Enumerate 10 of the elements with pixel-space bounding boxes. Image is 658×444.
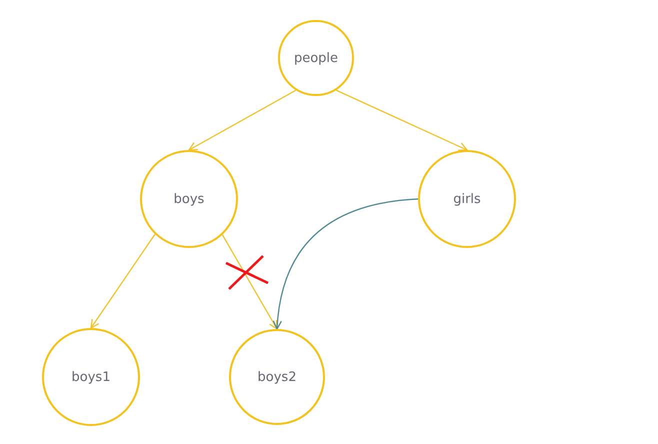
arrow — [188, 90, 296, 151]
node-label: boys2 — [258, 370, 296, 384]
arrow — [90, 234, 156, 329]
arrow — [273, 198, 418, 330]
arrow — [336, 90, 468, 151]
node-label: girls — [453, 192, 481, 206]
node-label: boys1 — [72, 370, 110, 384]
node-label: people — [294, 50, 338, 66]
arrow — [222, 234, 278, 330]
node-label: boys — [174, 192, 204, 206]
